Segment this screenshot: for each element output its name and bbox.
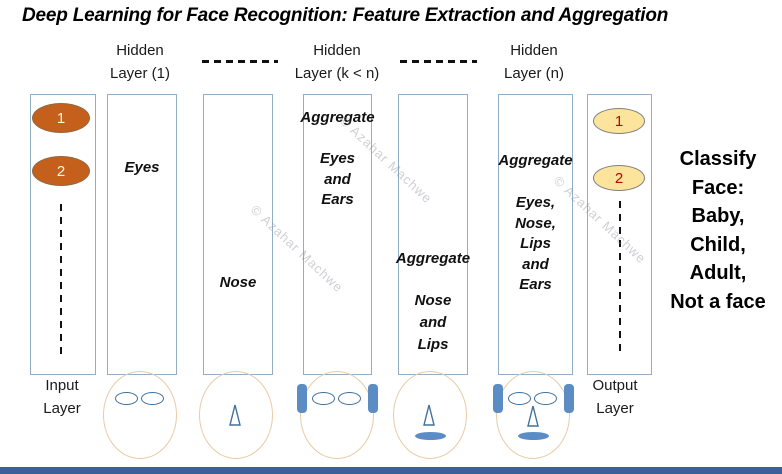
classify-line: Classify <box>679 148 757 170</box>
aggregate-line: Lips <box>520 235 551 252</box>
eye-icon <box>338 392 361 405</box>
aggregate-body: Nose and Lips <box>390 290 476 356</box>
hidden-layer-1-line2: Layer (1) <box>109 65 171 82</box>
aggregate-line: Ears <box>519 276 552 293</box>
aggregate-line: and <box>324 170 351 188</box>
hidden-layer-k-label: Hidden Layer (k < n) <box>282 39 392 85</box>
nose-icon <box>423 404 435 426</box>
classify-line: Adult, <box>689 262 747 284</box>
hidden-box-nose: Nose <box>203 94 273 375</box>
face-nose-lips <box>393 371 467 459</box>
output-layer-box: 1 2 <box>587 94 652 375</box>
lips-icon <box>518 432 549 440</box>
input-node-1: 1 <box>32 103 90 133</box>
output-layer-label-line2: Layer <box>596 400 634 417</box>
hidden-box-aggregate-all: Aggregate Eyes, Nose, Lips and Ears <box>498 94 573 375</box>
hidden-layer-1-label: Hidden Layer (1) <box>95 39 185 85</box>
input-layer-label-line1: Input <box>45 377 79 394</box>
input-node-2: 2 <box>32 156 90 186</box>
classify-line: Baby, <box>691 205 745 227</box>
output-node-2-label: 2 <box>614 169 624 187</box>
face-full <box>493 371 574 459</box>
input-ellipsis-line <box>60 204 62 354</box>
aggregate-line: Nose <box>414 292 452 309</box>
hidden-layer-k-line1: Hidden <box>313 42 361 59</box>
ear-icon <box>368 384 378 413</box>
output-layer-label: Output Layer <box>583 374 647 420</box>
dashed-separator <box>202 60 278 63</box>
nose-icon <box>229 404 241 426</box>
classify-line: Not a face <box>670 290 766 313</box>
input-layer-label-line2: Layer <box>43 400 81 417</box>
output-ellipsis-line <box>619 201 621 354</box>
aggregate-body: Eyes, Nose, Lips and Ears <box>490 193 581 296</box>
aggregate-header: Aggregate <box>300 109 375 126</box>
aggregate-header: Aggregate <box>395 250 471 267</box>
feature-label-nose: Nose <box>219 274 257 291</box>
input-node-1-label: 1 <box>56 109 66 127</box>
output-node-2: 2 <box>593 165 645 191</box>
aggregate-body: Eyes and Ears <box>295 149 380 211</box>
feature-label-eyes: Eyes <box>124 159 160 176</box>
dashed-separator <box>400 60 477 63</box>
bottom-accent-bar <box>0 467 782 474</box>
hidden-box-aggregate-eyes-ears: Aggregate Eyes and Ears <box>300 94 375 375</box>
aggregate-line: Eyes, <box>515 194 556 211</box>
page-title: Deep Learning for Face Recognition: Feat… <box>22 5 669 26</box>
ear-icon <box>297 384 307 413</box>
classify-line: Child, <box>690 233 746 256</box>
output-layer-label-line1: Output <box>592 377 638 394</box>
classify-text: Classify Face: Baby, Child, Adult, Not a… <box>648 145 782 316</box>
eye-icon <box>508 392 531 405</box>
eye-icon <box>141 392 164 405</box>
output-node-1-label: 1 <box>614 112 624 130</box>
input-layer-label: Input Layer <box>33 374 91 420</box>
output-node-1: 1 <box>593 108 645 134</box>
input-layer-box: 1 2 <box>30 94 96 375</box>
eye-icon <box>534 392 557 405</box>
hidden-box-aggregate-nose-lips: Aggregate Nose and Lips <box>396 94 470 375</box>
aggregate-line: Eyes <box>319 150 356 167</box>
ear-icon <box>493 384 503 413</box>
lips-icon <box>415 432 446 440</box>
aggregate-line: and <box>419 314 447 331</box>
aggregate-header: Aggregate <box>498 152 573 169</box>
aggregate-line: Lips <box>417 336 449 353</box>
input-node-2-label: 2 <box>56 162 66 180</box>
aggregate-line: Nose, <box>515 214 556 232</box>
classify-line: Face: <box>691 176 745 199</box>
face-nose <box>199 371 273 459</box>
face-eyes <box>103 371 177 459</box>
face-ears-eyes <box>297 371 378 459</box>
hidden-layer-k-line2: Layer (k < n) <box>294 65 380 82</box>
nose-icon <box>527 405 539 427</box>
hidden-layer-1-line1: Hidden <box>116 42 164 59</box>
hidden-layer-n-line1: Hidden <box>510 42 558 59</box>
aggregate-line: Ears <box>321 191 354 208</box>
hidden-box-eyes: Eyes <box>107 94 177 375</box>
hidden-layer-n-label: Hidden Layer (n) <box>489 39 579 85</box>
ear-icon <box>564 384 574 413</box>
hidden-layer-n-line2: Layer (n) <box>503 65 565 82</box>
eye-icon <box>312 392 335 405</box>
eye-icon <box>115 392 138 405</box>
aggregate-line: and <box>522 255 549 273</box>
